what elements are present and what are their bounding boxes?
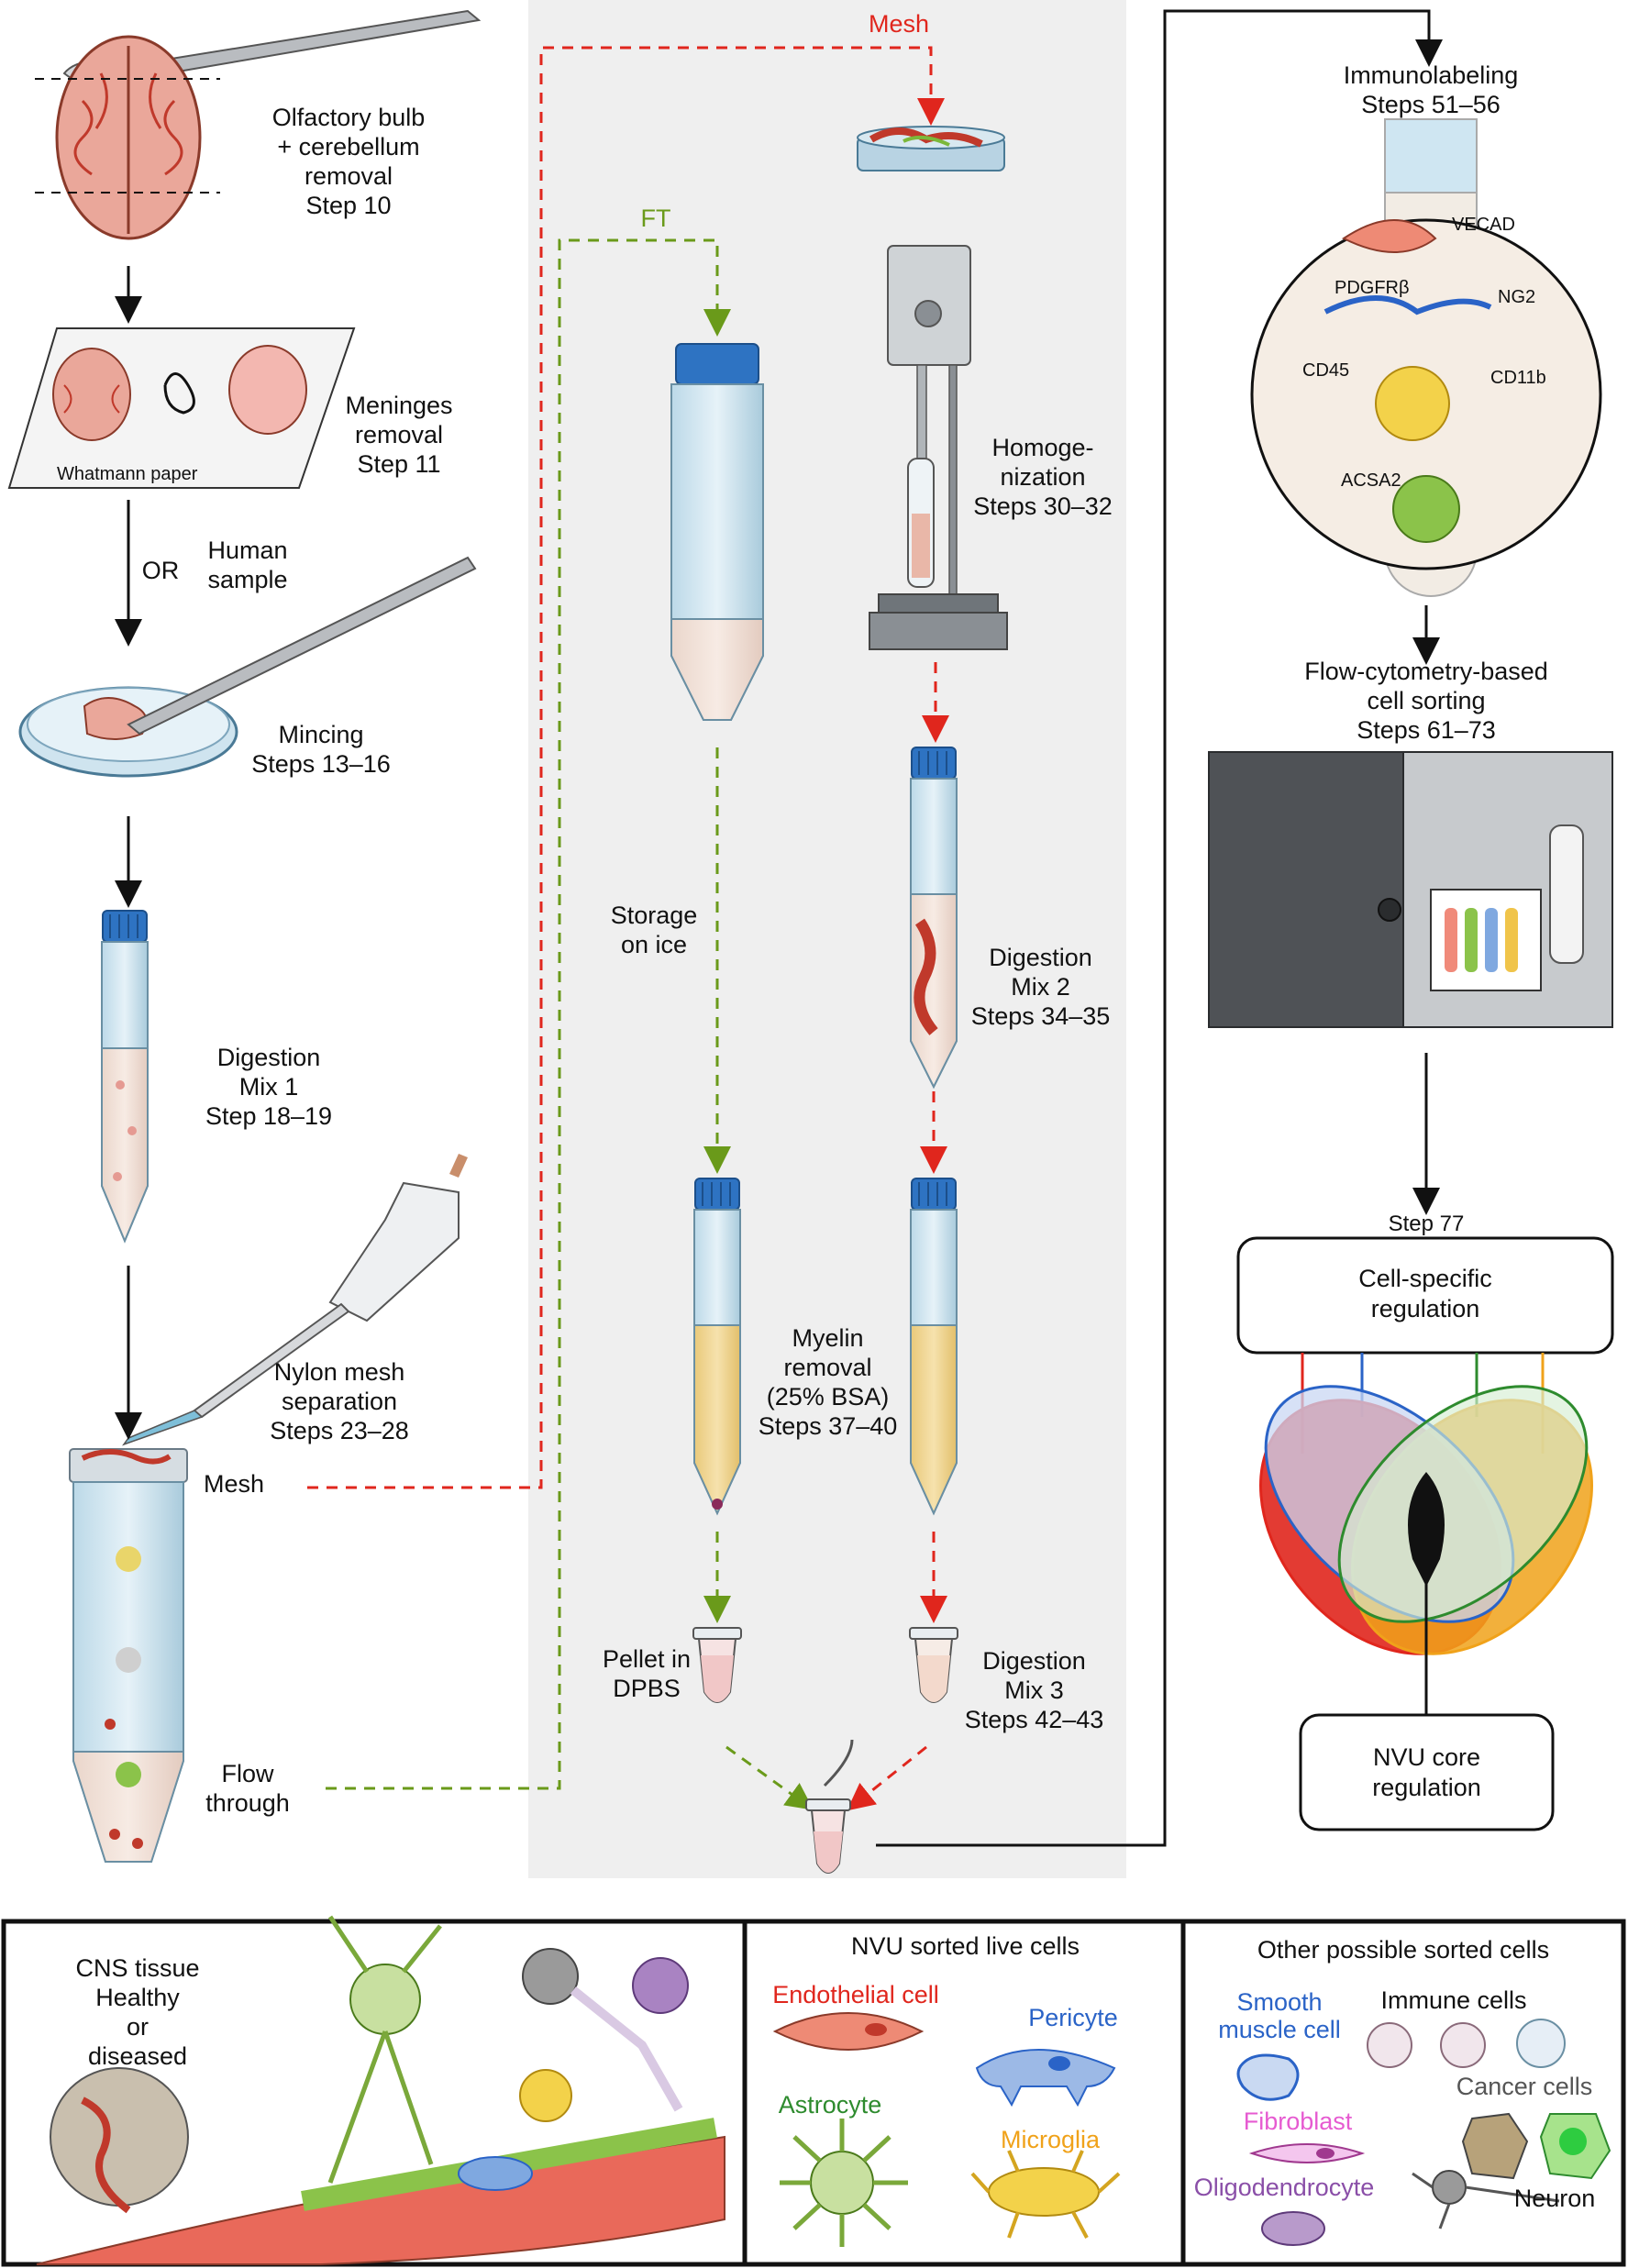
mesh-label: Mesh <box>203 1470 265 1498</box>
nvu-core-box <box>1299 1713 1555 1831</box>
neuron-label: Neuron <box>1513 2185 1596 2212</box>
other-cell-icons <box>1236 2019 1611 2246</box>
cancer-label: Cancer cells <box>1456 2073 1593 2100</box>
storage-tube-icon <box>670 343 764 721</box>
venn-icon <box>1259 1353 1593 1724</box>
or-label: OR <box>141 557 180 584</box>
bottom-panel <box>1 1919 1626 2267</box>
eppendorf-icon <box>692 1627 742 1703</box>
tube-icon <box>101 910 149 1244</box>
flow-through-label: Flow through <box>205 1760 290 1817</box>
cell-specific-text: Cell-specific regulation <box>1358 1265 1492 1322</box>
myelin-tube-icon <box>693 1178 741 1516</box>
nvu-cell-icons <box>772 2012 1121 2247</box>
cns-tissue-label: CNS tissue Healthy or diseased <box>75 1954 200 2070</box>
endothelial-label: Endothelial cell <box>772 1981 939 2008</box>
marker-ng2: NG2 <box>1498 287 1535 307</box>
large-tube-icon <box>69 1448 188 1863</box>
step-sorting-label: Flow-cytometry-based cell sorting Steps … <box>1304 658 1548 744</box>
step-mincing-label: Mincing Steps 13–16 <box>251 721 391 778</box>
digestion2b-tube-icon <box>910 1178 958 1516</box>
eppendorf-icon <box>909 1627 958 1703</box>
fibroblast-label: Fibroblast <box>1243 2108 1353 2135</box>
mesh-dish-icon <box>857 126 1005 171</box>
step-digestion1-label: Digestion Mix 1 Step 18–19 <box>205 1044 333 1130</box>
eppendorf-final-icon <box>805 1739 854 1874</box>
marker-cd45: CD45 <box>1302 360 1349 381</box>
nvu-title: NVU sorted live cells <box>850 1932 1080 1960</box>
step-digestion3-label: Digestion Mix 3 Steps 42–43 <box>964 1647 1104 1733</box>
cns-tissue-illustration <box>36 1915 725 2265</box>
immune-label: Immune cells <box>1380 1986 1527 2014</box>
whatmann-paper <box>7 327 356 489</box>
pericyte-label: Pericyte <box>1028 2004 1118 2031</box>
mesh-path <box>307 46 945 1489</box>
mesh-top-label: Mesh <box>868 10 930 38</box>
flow-through-path <box>326 238 731 1790</box>
homogenizer-icon <box>869 245 1008 650</box>
step-homogenization-label: Homoge- nization Steps 30–32 <box>973 434 1113 520</box>
storage-label: Storage on ice <box>610 902 698 958</box>
merge-arrow-red <box>847 1745 927 1811</box>
ft-label: FT <box>640 205 671 232</box>
oligodendrocyte-label: Oligodendrocyte <box>1193 2174 1375 2201</box>
marker-acsa2: ACSA2 <box>1341 470 1401 491</box>
brain-icon <box>55 35 202 240</box>
human-sample-label: Human sample <box>207 537 288 593</box>
cell-specific-box <box>1236 1236 1614 1355</box>
microglia-label: Microglia <box>1000 2126 1101 2153</box>
immunolabeling-tube-icon <box>1250 118 1602 597</box>
other-title: Other possible sorted cells <box>1257 1936 1550 1964</box>
nvu-core-text: NVU core regulation <box>1372 1743 1481 1801</box>
to-immunolabeling-line <box>876 9 1443 1847</box>
digestion2-tube-icon <box>910 747 958 1090</box>
step-digestion2-label: Digestion Mix 2 Steps 34–35 <box>970 944 1111 1030</box>
pipette-icon <box>122 1154 468 1446</box>
astrocyte-label: Astrocyte <box>778 2091 882 2119</box>
merge-arrow-green <box>725 1745 814 1810</box>
marker-vecad: VECAD <box>1452 215 1515 235</box>
paper-label: Whatmann paper <box>57 464 198 484</box>
sorter-icon <box>1208 751 1613 1028</box>
step-myelin-label: Myelin removal (25% BSA) Steps 37–40 <box>758 1324 898 1440</box>
step-immunolabeling-label: Immunolabeling Steps 51–56 <box>1343 61 1519 118</box>
step-nylon-label: Nylon mesh separation Steps 23–28 <box>270 1358 409 1444</box>
step-77-label: Step 77 <box>1388 1211 1465 1236</box>
step-olfactory-label: Olfactory bulb + cerebellum removal Step… <box>271 104 426 219</box>
step-meninges-label: Meninges removal Step 11 <box>345 392 453 478</box>
petri-dish-icon <box>18 556 477 778</box>
middle-panel-background <box>528 0 1126 1878</box>
marker-cd11b: CD11b <box>1490 368 1546 388</box>
smooth-muscle-label: Smooth muscle cell <box>1218 1988 1341 2043</box>
pellet-label: Pellet in DPBS <box>602 1645 692 1702</box>
marker-pdgfrb: PDGFRβ <box>1335 278 1410 298</box>
